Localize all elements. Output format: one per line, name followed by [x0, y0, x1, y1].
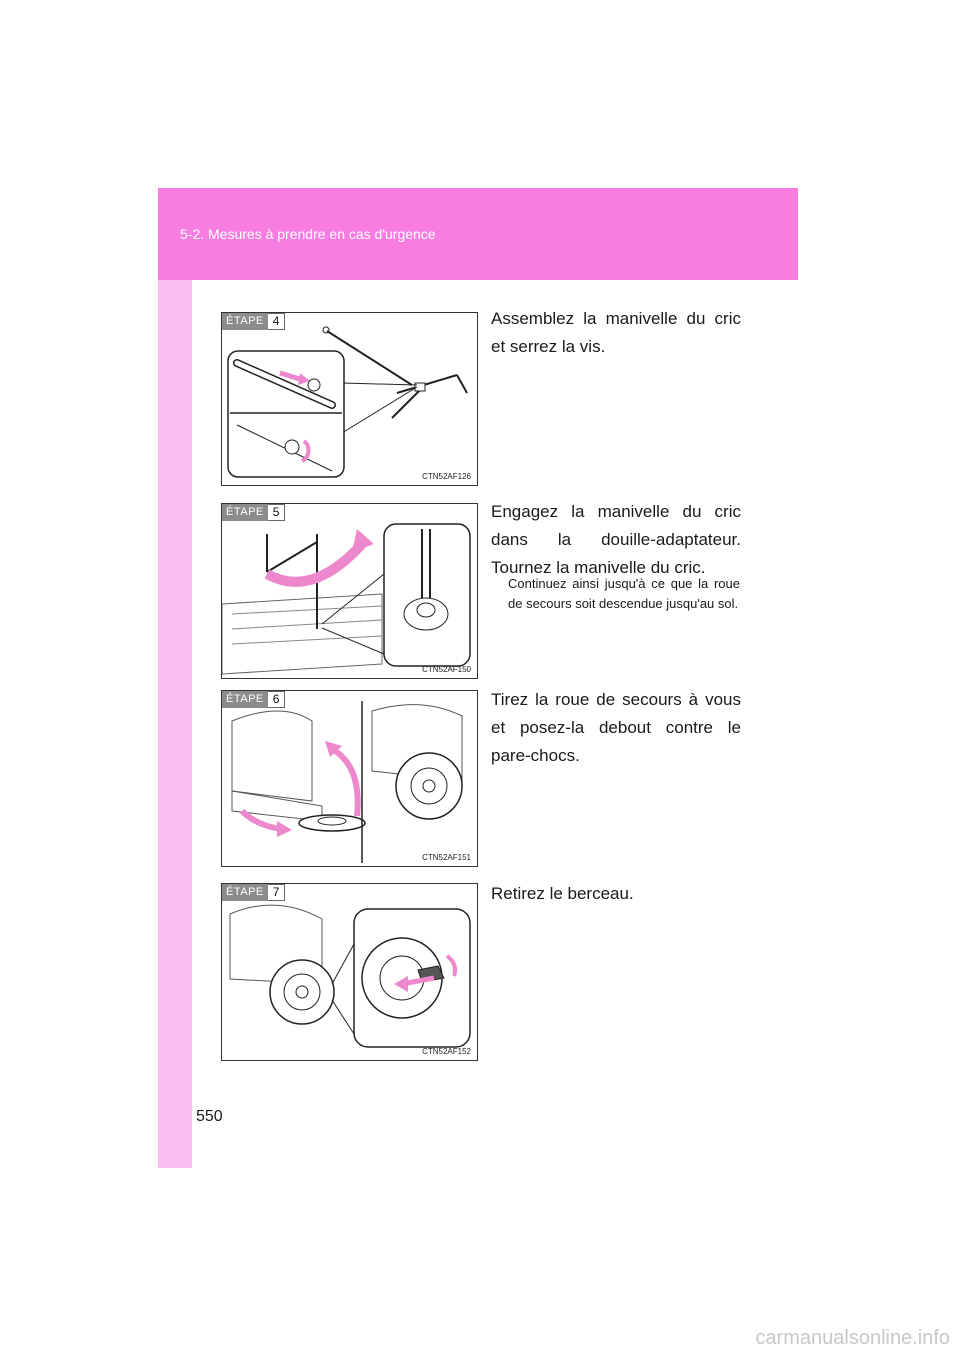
figure-code: CTN52AF151 — [422, 853, 471, 862]
step-label: ÉTAPE — [222, 884, 268, 901]
step-number: 7 — [267, 884, 286, 901]
section-title: 5-2. Mesures à prendre en cas d'urgence — [180, 226, 436, 242]
step-number: 4 — [267, 313, 286, 330]
step-5-note: Continuez ainsi jusqu'à ce que la roue d… — [508, 576, 740, 611]
page-number: 550 — [196, 1108, 223, 1125]
step-6-figure: ÉTAPE 6 CTN52AF151 — [221, 690, 478, 867]
step-number: 5 — [267, 504, 286, 521]
step-number: 6 — [267, 691, 286, 708]
step-label: ÉTAPE — [222, 691, 268, 708]
step-badge: ÉTAPE 4 — [222, 313, 286, 330]
step-badge: ÉTAPE 6 — [222, 691, 286, 708]
figure-code: CTN52AF152 — [422, 1047, 471, 1056]
watermark: carmanualsonline.info — [755, 1327, 950, 1349]
step-4-figure: ÉTAPE 4 CTN52AF126 — [221, 312, 478, 486]
step-badge: ÉTAPE 7 — [222, 884, 286, 901]
step-label: ÉTAPE — [222, 313, 268, 330]
step-7-figure: ÉTAPE 7 CTN52AF152 — [221, 883, 478, 1061]
spare-tire-removal-illustration — [231, 701, 463, 863]
jack-handle-turning-illustration — [222, 523, 471, 675]
step-5-instruction: Engagez la manivelle du cric dans la dou… — [491, 502, 741, 577]
step-label: ÉTAPE — [222, 504, 268, 521]
step-7-instruction: Retirez le berceau. — [491, 884, 634, 903]
step-6-instruction: Tirez la roue de secours à vous et posez… — [491, 690, 741, 765]
step-badge: ÉTAPE 5 — [222, 504, 286, 521]
step-5-figure: ÉTAPE 5 CTN52AF150 — [221, 503, 478, 679]
figure-code: CTN52AF150 — [422, 665, 471, 674]
jack-handle-assembly-illustration — [227, 326, 468, 478]
cradle-removal-illustration — [229, 904, 471, 1048]
left-margin-strip — [158, 188, 192, 1168]
figure-code: CTN52AF126 — [422, 472, 471, 481]
section-header-band — [158, 188, 798, 280]
step-4-instruction: Assemblez la manivelle du cric et serrez… — [491, 309, 741, 356]
